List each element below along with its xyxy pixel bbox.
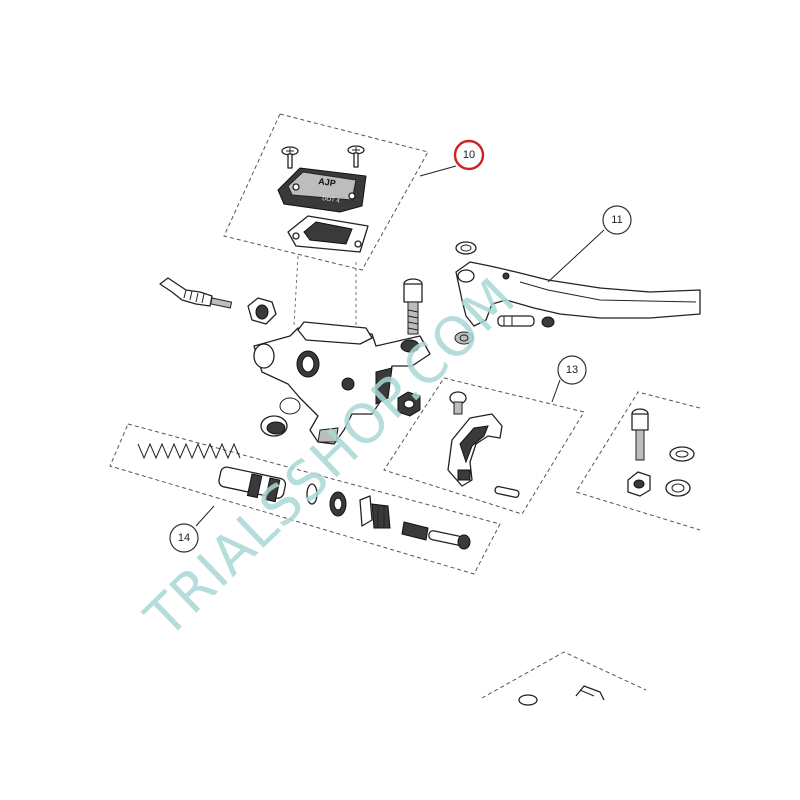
leader-13 — [551, 379, 561, 403]
group-11-lever — [454, 241, 701, 345]
leader-10 — [419, 165, 457, 177]
callout-10-label: 10 — [463, 149, 475, 161]
lever-pin — [497, 315, 555, 328]
plug-cap — [260, 415, 288, 437]
hose-nut — [247, 297, 277, 325]
callout-13[interactable]: 13 — [557, 355, 587, 385]
piston-washer — [306, 483, 318, 505]
o-ring — [279, 397, 301, 415]
circlip — [329, 491, 347, 517]
handlebar-clamp — [447, 413, 503, 487]
bleed-screw — [159, 277, 233, 309]
callout-10-circle — [453, 139, 485, 171]
callout-13-circle — [557, 355, 587, 385]
callout-14-circle — [169, 523, 199, 553]
group-13-clamp — [383, 377, 585, 515]
group-13-boundary — [383, 377, 585, 515]
cap-screw-left — [281, 146, 299, 169]
mount-washer-top — [669, 446, 695, 462]
lever-bushing — [454, 331, 474, 345]
group-partial-bottom — [481, 651, 647, 706]
callout-10[interactable]: 10 — [453, 139, 485, 171]
cap-brand-text: AJP — [318, 176, 337, 188]
brake-lever — [455, 261, 701, 327]
piston — [218, 466, 287, 503]
callout-11-circle — [602, 205, 632, 235]
callout-11[interactable]: 11 — [602, 205, 632, 235]
mount-spacer — [665, 479, 691, 497]
mount-nut — [627, 471, 651, 497]
clamp-screw — [449, 391, 467, 415]
pivot-nut — [397, 391, 421, 417]
master-cylinder-body — [253, 321, 431, 445]
pivot-bolt — [403, 278, 423, 335]
group-10-reservoir-cap: AJP DOT 4 — [223, 113, 429, 330]
group-14-boundary — [109, 423, 501, 575]
cap-screw-right — [347, 145, 365, 168]
leader-lines — [195, 165, 605, 527]
group-10-boundary — [223, 113, 429, 271]
callout-14-label: 14 — [178, 532, 190, 544]
clamp-pin — [494, 485, 520, 498]
push-rod — [428, 530, 471, 550]
callout-14[interactable]: 14 — [169, 523, 199, 553]
group-mirror-mount — [575, 391, 701, 531]
return-spring — [137, 442, 241, 460]
mount-bolt — [631, 408, 649, 461]
dust-boot — [359, 495, 391, 529]
leader-14 — [195, 505, 215, 527]
callout-11-label: 11 — [611, 214, 622, 226]
cap-spec-text: DOT 4 — [322, 196, 341, 204]
lever-washer — [455, 241, 477, 255]
reservoir-diaphragm — [287, 215, 369, 253]
adjuster-spring — [401, 521, 429, 541]
reservoir-cap: AJP DOT 4 — [277, 167, 367, 213]
callout-13-label: 13 — [566, 364, 578, 376]
group-14-piston-kit — [109, 423, 501, 575]
leader-11 — [547, 229, 605, 283]
